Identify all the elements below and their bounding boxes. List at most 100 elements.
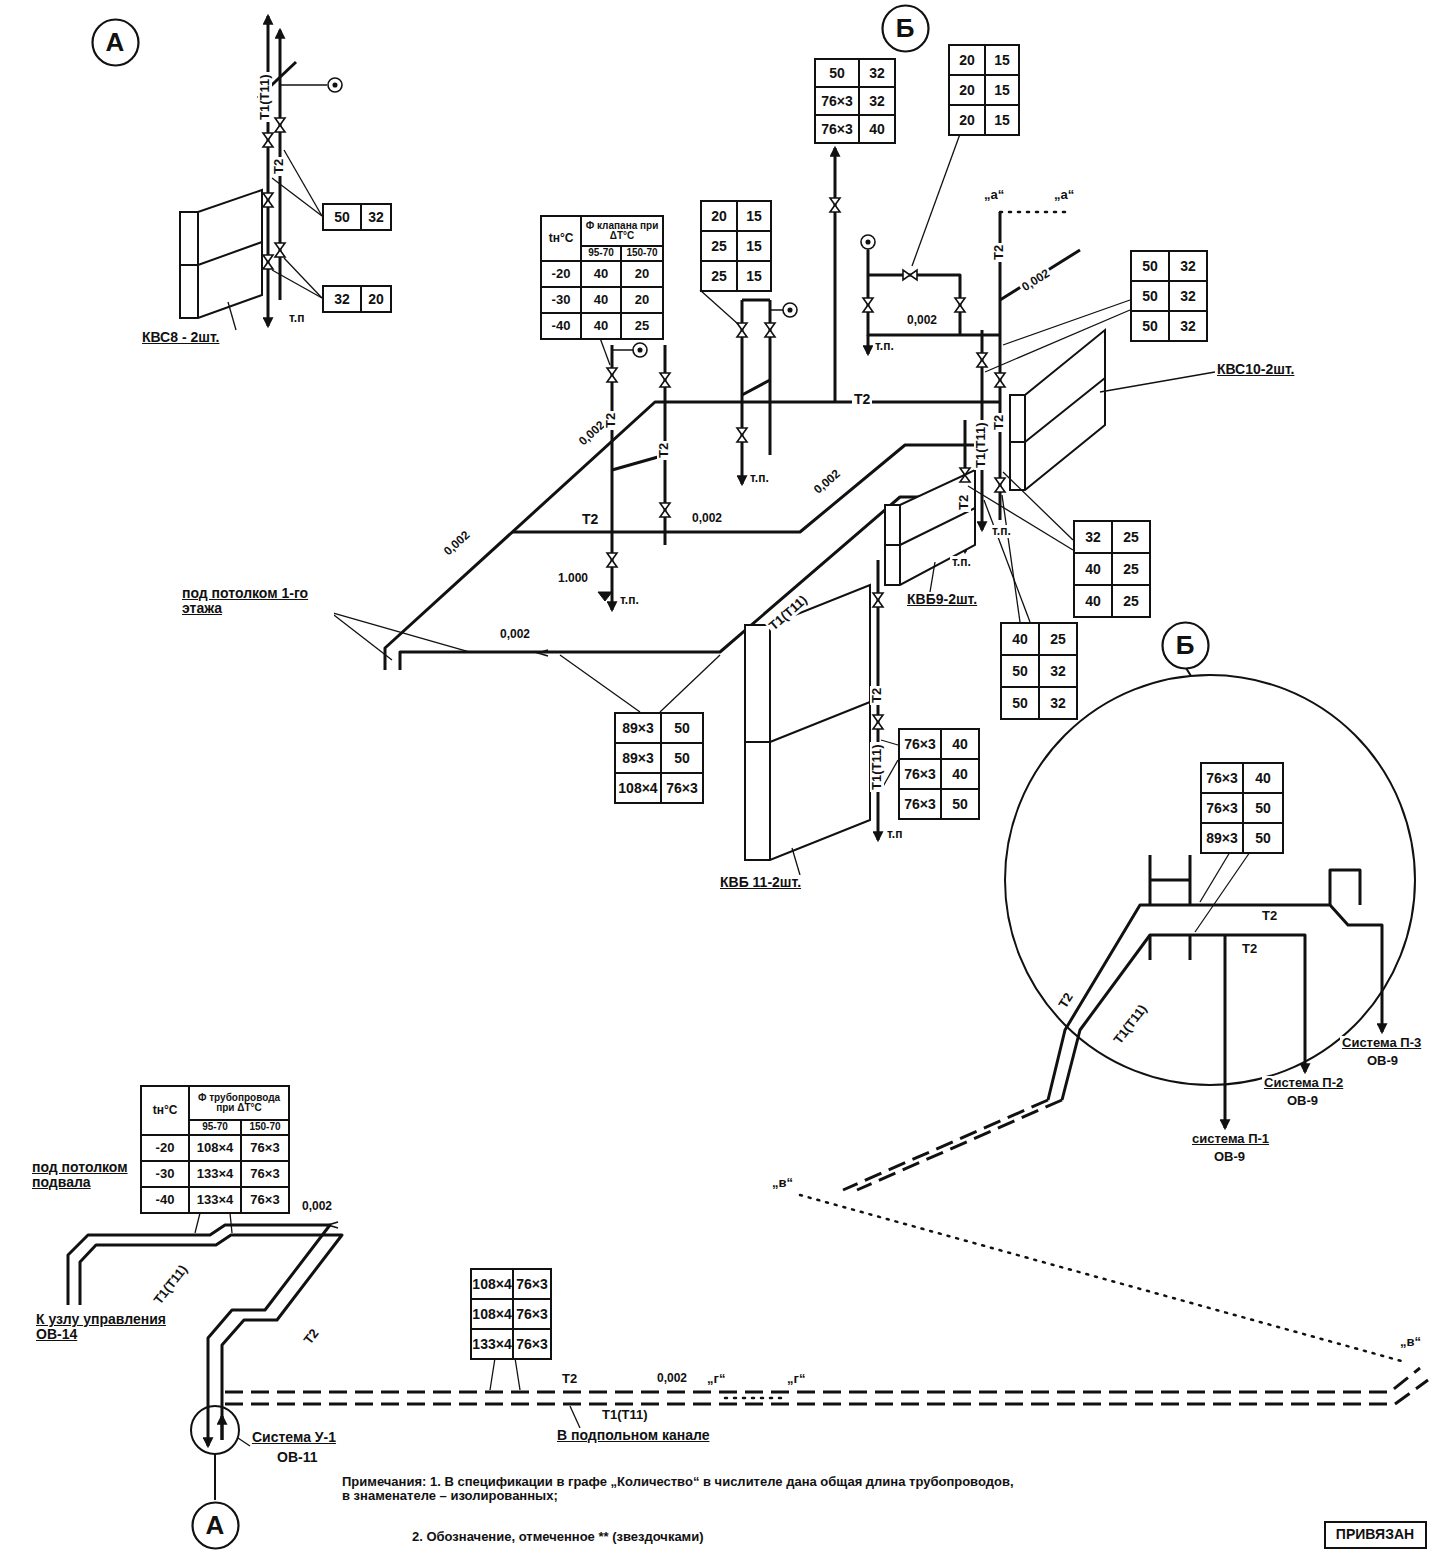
thermometer-symbol (280, 78, 875, 357)
drawing-label: 1.000 (556, 572, 590, 585)
valve-symbol (955, 298, 965, 312)
flow-arrows (267, 300, 270, 326)
drawing-label: Т2 (604, 411, 618, 430)
table-cell: 133×4 (188, 1186, 242, 1214)
drawing-label: Т1(Т11) (600, 1408, 650, 1422)
drawing-label: КВС8 - 2шт. (140, 330, 221, 345)
drawing-label: 0,002 (905, 314, 939, 327)
radiator (1010, 378, 1105, 490)
drawing-label: под потолком подвала (30, 1160, 139, 1191)
valve-symbol (263, 193, 273, 207)
valve-symbol (863, 298, 873, 312)
drawing-label: 0,002 (1018, 266, 1054, 295)
valve-symbol (737, 428, 747, 442)
pipe-lines (68, 60, 1382, 1440)
table-cell: 40 (858, 114, 896, 144)
drawing-label: Т2 (580, 512, 600, 527)
table-cell: 32 (858, 58, 896, 88)
thermometer-symbol (770, 309, 783, 311)
table-cell: 20 (948, 74, 986, 106)
drawing-label: Т1(Т11) (150, 1261, 192, 1309)
drawing-label: В подпольном канале (555, 1428, 711, 1443)
table-cell: 50 (1242, 792, 1284, 824)
pipe-lines (1150, 855, 1190, 960)
table-cell: 32 (1168, 310, 1208, 342)
drawing-label: 0,002 (655, 1372, 689, 1385)
drawing-label: Примечания: 1. В спецификации в графе „К… (340, 1475, 1024, 1504)
table-cell: -40 (140, 1186, 190, 1214)
table-cell: 133×4 (470, 1328, 514, 1360)
drawing-label: КВБ 11-2шт. (718, 875, 803, 890)
detail-outline (214, 1454, 216, 1500)
drawing-label: КВБ9-2шт. (905, 592, 979, 607)
drawing-label: Т1(Т11) (258, 72, 272, 122)
drawing-label: ОВ-11 (275, 1450, 319, 1465)
pipe-lines (1330, 870, 1360, 905)
leader-lines (1002, 495, 1020, 622)
leader-lines (330, 612, 392, 660)
table-cell: 50 (1000, 686, 1040, 720)
thermometer-symbol (612, 349, 633, 351)
leader-lines (238, 1438, 250, 1446)
leader-lines (195, 134, 1250, 1446)
drawing-label: „а“ (982, 188, 1006, 202)
table-cell: 76×3 (898, 758, 942, 790)
leader-lines (1003, 300, 1130, 345)
table-cell: 20 (948, 104, 986, 136)
pipe-lines (999, 212, 1002, 335)
table-cell: 40 (580, 286, 622, 314)
drawing-label: система П-1 (1190, 1132, 1271, 1146)
leader-lines (330, 612, 470, 652)
valve-symbol (263, 118, 1005, 729)
valve-symbol (960, 468, 970, 482)
table-cell: 25 (700, 230, 738, 262)
table-cell: 40 (940, 728, 980, 760)
table-cell: 76×3 (512, 1328, 552, 1360)
pipe-lines (1000, 250, 1080, 300)
valve-symbol (873, 715, 883, 729)
drawing-label: Т1(Т11) (1110, 1000, 1151, 1048)
table-cell: 40 (1073, 584, 1113, 618)
drawing-label: К узлу управления ОВ-14 (34, 1312, 188, 1343)
drawing-label: ОВ-9 (1365, 1054, 1400, 1068)
valve-symbol (660, 373, 670, 387)
leader-lines (228, 302, 236, 330)
table-cell: 89×3 (614, 712, 662, 744)
table-cell: 76×3 (1200, 792, 1244, 824)
table-cell: 40 (1073, 552, 1113, 586)
drawing-label: Т1(Т11) (974, 420, 988, 470)
table-cell: 133×4 (188, 1160, 242, 1188)
detail-outline (191, 668, 1415, 1500)
circle-outline (1162, 622, 1208, 668)
pipe-lines (400, 497, 960, 670)
table-cell: 40 (1242, 762, 1284, 794)
table-cell: 108×4 (614, 772, 662, 804)
table-cell: 50 (322, 203, 362, 231)
table-cell: 32 (322, 285, 362, 313)
valve-symbol (607, 368, 617, 382)
flow-arrows (1224, 1105, 1227, 1128)
table-cell: 76×3 (240, 1160, 290, 1188)
table-cell: Ф трубопровода при ΔT°C (188, 1085, 290, 1121)
table-cell: 20 (360, 285, 392, 313)
drawing-label: „в“ (770, 1176, 795, 1190)
break-lines (1000, 211, 1065, 214)
reference-circle: А (91, 18, 140, 67)
table-cell: 32 (858, 86, 896, 116)
radiator (885, 470, 975, 585)
reference-circle: Б (1161, 621, 1210, 670)
leader-lines (930, 562, 935, 592)
table-cell: 40 (940, 758, 980, 790)
table-cell: 76×3 (660, 772, 704, 804)
table-cell: tн°C (540, 215, 582, 262)
flow-arrows (328, 1222, 338, 1228)
valve-symbol (995, 478, 1005, 492)
pipe-lines (834, 180, 837, 402)
drawing-label: под потолком 1-го этажа (180, 586, 334, 617)
table-cell: 15 (984, 104, 1020, 136)
table-cell: 25 (700, 260, 738, 292)
thermometer-symbol (861, 235, 875, 249)
drawing-label: 2. Обозначение, отмеченное ** (звездочка… (410, 1530, 706, 1544)
